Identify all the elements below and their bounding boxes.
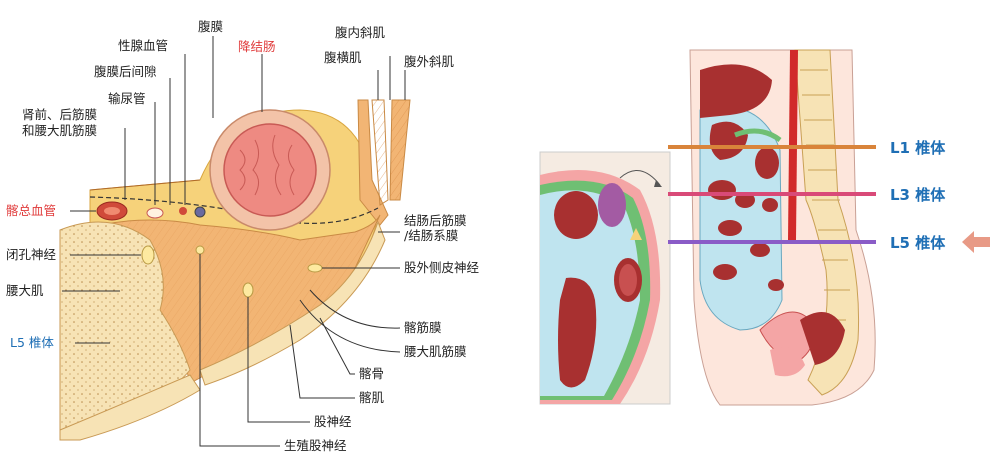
- leader-lines: [62, 36, 406, 447]
- label-iliacus: 髂肌: [359, 390, 385, 405]
- label-external-oblique: 腹外斜肌: [404, 54, 455, 69]
- internal-oblique-muscle: [371, 99, 389, 206]
- label-common-iliac-vessels: 髂总血管: [6, 203, 56, 218]
- inset-cross-section: [539, 151, 671, 405]
- label-ilium: 髂骨: [359, 366, 384, 381]
- label-femoral-nerve: 股神经: [314, 414, 352, 429]
- label-level-l5: L5 椎体: [890, 234, 946, 252]
- label-gonadal-vessels: 性腺血管: [118, 38, 168, 53]
- label-ureter: 输尿管: [108, 91, 146, 106]
- label-l5-vertebra: L5 椎体: [10, 335, 54, 350]
- label-iliac-fascia: 髂筋膜: [404, 320, 442, 335]
- peritoneum-line: [89, 196, 379, 224]
- label-retroperitoneal-space: 腹膜后间隙: [94, 64, 157, 79]
- common-iliac-vein: [104, 207, 120, 215]
- label-genitofemoral-nerve: 生殖股神经: [284, 438, 347, 453]
- colon-folds: [239, 134, 295, 196]
- label-descending-colon: 降结肠: [238, 39, 276, 54]
- label-level-l1: L1 椎体: [890, 139, 946, 157]
- left-cross-section: 腹膜 性腺血管 腹膜后间隙 输尿管 肾前、后筋膜 和腰大肌筋膜 髂总血管 闭孔神…: [6, 19, 480, 453]
- label-psoas-fascia-line: 和腰大肌筋膜: [22, 123, 97, 138]
- gonadal-vessel-1: [146, 207, 164, 219]
- abdominal-wall-muscles: [357, 99, 389, 226]
- label-level-l3: L3 椎体: [890, 186, 946, 204]
- genitofemoral-nerve: [195, 245, 205, 255]
- fascia-line: [89, 179, 201, 191]
- ilium-bone: [199, 220, 386, 386]
- label-retrocolic-fascia: 结肠后筋膜: [404, 213, 467, 228]
- ureter: [194, 206, 206, 218]
- label-renal-fascia: 肾前、后筋膜: [22, 107, 97, 122]
- obturator-nerve: [141, 245, 155, 265]
- external-oblique-fibers: [390, 100, 410, 200]
- label-obturator-nerve: 闭孔神经: [6, 247, 57, 262]
- label-psoas-major: 腰大肌: [6, 283, 44, 298]
- label-peritoneum: 腹膜: [198, 19, 223, 34]
- l5-vertebra-texture: [60, 222, 190, 430]
- label-transversus-abdominis: 腹横肌: [324, 50, 362, 65]
- colon-mucosa: [223, 123, 317, 217]
- sagittal-body: [689, 49, 876, 406]
- label-lateral-femoral-cutaneous-nerve: 股外侧皮神经: [404, 260, 480, 275]
- gonadal-vessel-2: [179, 207, 187, 215]
- muscle-fiber-texture: [95, 215, 380, 384]
- lateral-femoral-cutaneous-nerve: [307, 263, 323, 273]
- right-sagittal-figure: L1 椎体 L3 椎体 L5 椎体: [539, 49, 990, 406]
- arrow-left-icon: [962, 231, 990, 253]
- femoral-nerve: [242, 282, 254, 298]
- label-mesocolon: /结肠系膜: [404, 228, 458, 243]
- label-psoas-fascia: 腰大肌筋膜: [404, 344, 467, 359]
- label-internal-oblique: 腹内斜肌: [335, 25, 386, 40]
